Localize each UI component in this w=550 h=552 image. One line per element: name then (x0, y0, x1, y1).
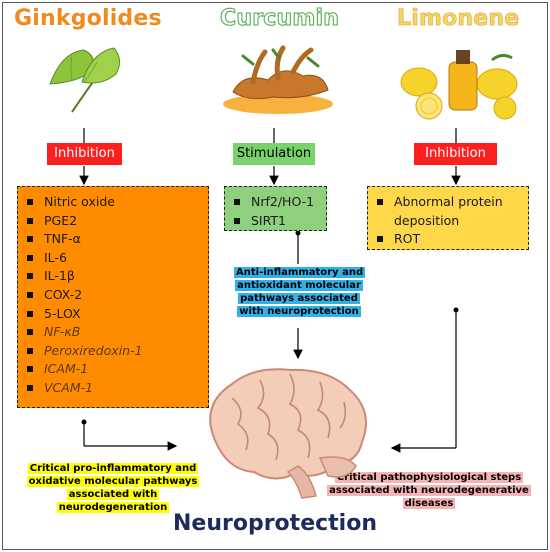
limonene-inhibition-tag: Inhibition (414, 143, 497, 165)
target-item: IL-6 (26, 249, 200, 268)
target-item: Nitric oxide (26, 193, 200, 212)
target-item: COX-2 (26, 286, 200, 305)
target-item: IL-1β (26, 267, 200, 286)
target-item: 5-LOX (26, 305, 200, 324)
ginkgolides-pathway-note: Critical pro-inflammatory and oxidative … (26, 463, 200, 513)
target-item: Peroxiredoxin-1 (26, 342, 200, 361)
neuroprotection-title: Neuroprotection (173, 511, 377, 536)
curcumin-pathway-note: Anti-inflammatory and antioxidant molecu… (234, 267, 366, 317)
ginkgolides-inhibition-tag: Inhibition (47, 143, 122, 165)
limonene-title: Limonene (397, 6, 520, 32)
curcumin-title: Curcumin (219, 6, 340, 32)
target-item: TNF-α (26, 230, 200, 249)
target-item: PGE2 (26, 212, 200, 231)
curcumin-stimulation-tag: Stimulation (233, 143, 315, 165)
lemon-oil-icon (400, 50, 518, 120)
limonene-pathway-note: Critical pathophysiological steps associ… (327, 472, 531, 509)
target-item: VCAM-1 (26, 379, 200, 398)
target-item: ICAM-1 (26, 360, 200, 379)
brain-icon (209, 368, 367, 499)
target-item: ROT (376, 230, 520, 249)
ginkgolides-title: Ginkgolides (14, 6, 162, 31)
ginkgo-leaf-icon (49, 47, 120, 113)
target-item: SIRT1 (233, 212, 318, 231)
turmeric-root-icon (223, 45, 333, 114)
target-item: Nrf2/HO-1 (233, 193, 318, 212)
target-item: NF-κB (26, 323, 200, 342)
target-item: Abnormal protein deposition (376, 193, 520, 230)
